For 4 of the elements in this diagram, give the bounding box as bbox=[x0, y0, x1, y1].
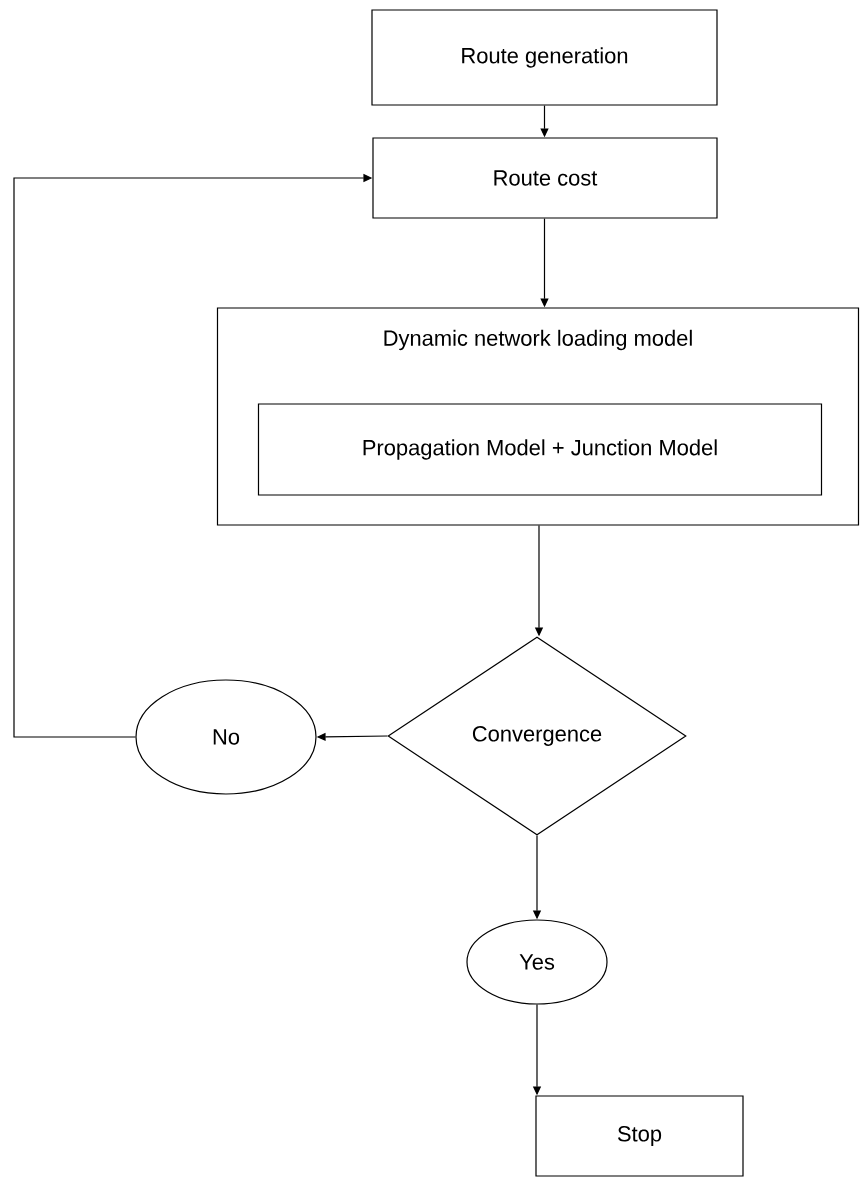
process-box: Stop bbox=[535, 1095, 744, 1177]
process-box: Propagation Model + Junction Model bbox=[257, 403, 823, 496]
process-box: Route cost bbox=[372, 137, 718, 219]
process-box: Route generation bbox=[371, 9, 718, 106]
